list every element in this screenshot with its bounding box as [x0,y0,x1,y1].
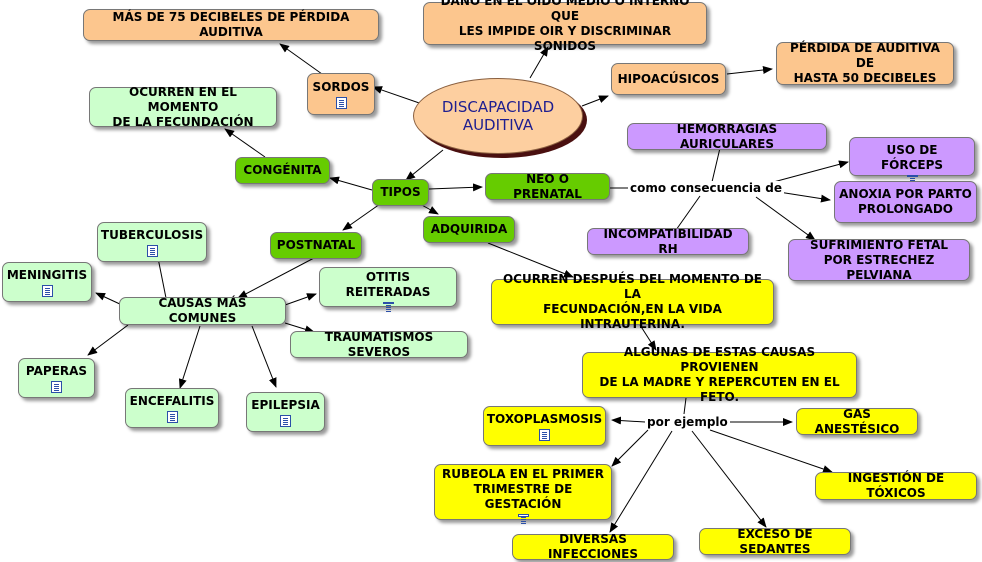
edge-congenita-desc [224,128,266,158]
neo-prenatal-node[interactable]: NEO O PRENATAL [485,172,610,201]
edge-link-sufrimiento [755,196,816,241]
central-concept[interactable]: DISCAPACIDAD AUDITIVA [413,78,583,154]
document-icon[interactable] [335,96,347,109]
ocurren-despues-node[interactable]: OCURREN DESPUÉS DEL MOMENTO DE LA FECUND… [491,272,774,331]
edge-causas-trauma [284,322,315,334]
traumatismos-node[interactable]: TRAUMATISMOS SEVEROS [290,330,468,359]
link-por-ejemplo: por ejemplo [645,415,730,429]
link-como-consecuencia: como consecuencia de [628,181,785,195]
postnatal-node[interactable]: POSTNATAL [270,232,362,259]
edge-tipos-neo [428,183,483,192]
edge-adquirida-ocurren [487,242,574,278]
dano-description[interactable]: DAÑO EN EL OÍDO MEDIO O INTERNO QUE LES … [423,0,707,53]
meningitis-node[interactable]: MENINGITIS [2,262,92,302]
edge-link-forceps [765,160,849,185]
edge-central-tipos [405,149,444,181]
edge-causas-encefalitis [178,325,201,389]
edge-link-ingestion [709,429,833,473]
adquirida-node[interactable]: ADQUIRIDA [423,216,515,243]
epilepsia-node[interactable]: EPILEPSIA [246,392,325,432]
sufrimiento-node[interactable]: SUFRIMIENTO FETAL POR ESTRECHEZ PELVIANA [788,238,970,282]
algunas-causas-node[interactable]: ALGUNAS DE ESTAS CAUSAS PROVIENEN DE LA … [582,345,857,404]
forceps-node[interactable]: USO DE FÓRCEPS [849,137,975,179]
edge-link-toxo [611,416,646,425]
edge-tipos-congenita [329,176,373,191]
document-icon[interactable] [166,410,178,423]
document-icon[interactable] [146,244,158,257]
hipoacusicos-node[interactable]: HIPOACÚSICOS [611,63,726,95]
incompatibilidad-node[interactable]: INCOMPATIBILIDAD RH [587,227,749,256]
edge-causas-meningitis [95,292,123,306]
document-icon[interactable] [280,414,291,427]
hipoacusicos-description[interactable]: PÉRDIDA DE AUDITIVA DE HASTA 50 DECIBELE… [776,41,954,85]
toxoplasmosis-node[interactable]: TOXOPLASMOSIS [483,406,606,446]
rubeola-node[interactable]: RUBEOLA EN EL PRIMER TRIMESTRE DE GESTAC… [434,464,612,520]
tuberculosis-node[interactable]: TUBERCULOSIS [97,222,207,262]
document-icon[interactable] [382,302,394,306]
congenita-description[interactable]: OCURREN EN EL MOMENTO DE LA FECUNDACIÓN [89,85,277,129]
edge-link-infecciones [609,430,673,533]
edge-central-hipo [581,95,609,107]
ingestion-toxicos-node[interactable]: INGESTIÓN DE TÓXICOS [815,471,977,500]
document-icon[interactable] [539,428,550,441]
document-icon[interactable] [41,284,53,297]
central-title-line1: DISCAPACIDAD [441,98,555,116]
edge-postnatal-causas [237,257,315,299]
edge-link-incompat [675,195,701,231]
gas-anestesico-node[interactable]: GAS ANESTÉSICO [796,407,918,436]
edge-causas-epilepsia [251,325,277,388]
edge-central-dano [529,46,549,79]
document-icon[interactable] [906,175,918,179]
document-icon[interactable] [51,380,62,393]
sordos-node[interactable]: SORDOS [307,73,375,115]
edge-causas-otitis [284,293,317,306]
edge-ocurren-algunas [639,324,657,351]
document-icon[interactable] [517,514,529,518]
sordos-description[interactable]: MÁS DE 75 DECIBELES DE PÉRDIDA AUDITIVA [83,9,379,41]
tipos-node[interactable]: TIPOS [372,179,429,206]
edge-central-sordos [372,86,426,106]
edge-link-sedantes [691,430,767,528]
edge-hipo-desc [726,66,773,75]
otitis-node[interactable]: OTITIS REITERADAS [319,267,457,307]
paperas-node[interactable]: PAPERAS [18,358,95,398]
central-title-line2: AUDITIVA [462,116,534,134]
causas-comunes-node[interactable]: CAUSAS MÁS COMUNES [119,296,286,325]
edge-sordos-desc [279,43,323,75]
hemorragias-node[interactable]: HEMORRAGIAS AURICULARES [627,122,827,151]
edge-link-hemorragias [711,147,721,183]
congenita-node[interactable]: CONGÉNITA [235,157,330,184]
diversas-infecciones-node[interactable]: DIVERSAS INFECCIONES [512,532,674,561]
edge-causas-paperas [87,324,129,356]
edge-algunas-link [683,397,687,415]
exceso-sedantes-node[interactable]: EXCESO DE SEDANTES [699,527,851,556]
edge-tipos-postnatal [342,203,381,231]
encefalitis-node[interactable]: ENCEFALITIS [125,388,219,428]
edge-link-rubeola [611,429,649,467]
anoxia-node[interactable]: ANOXIA POR PARTO PROLONGADO [834,181,977,223]
